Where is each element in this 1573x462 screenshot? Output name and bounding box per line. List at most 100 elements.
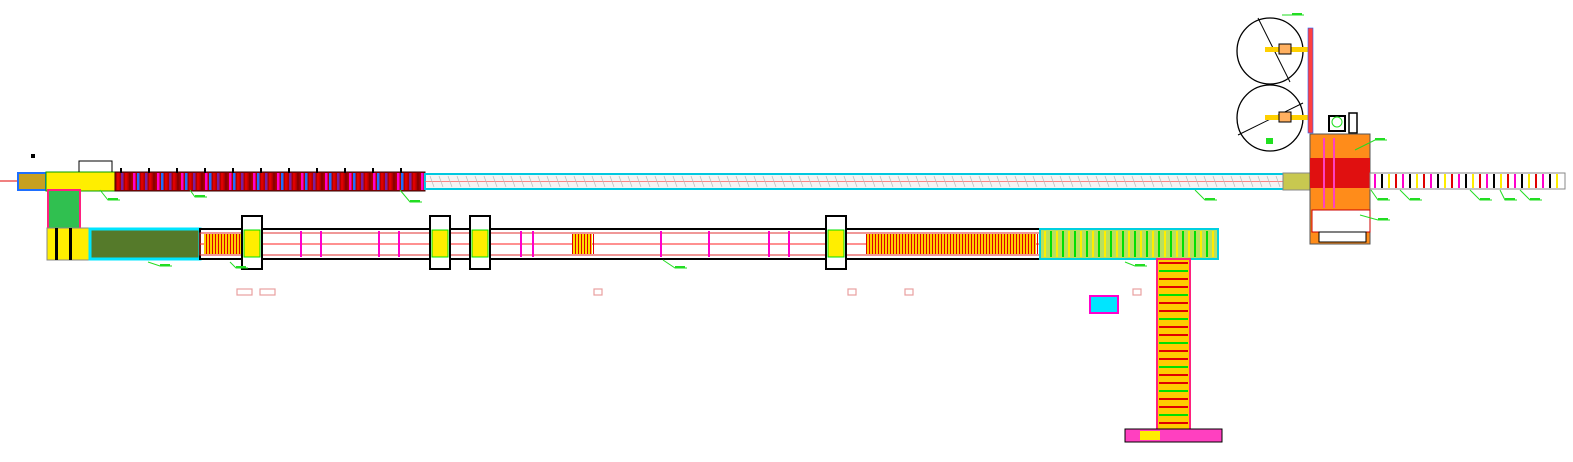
accumulation-roller xyxy=(277,173,280,190)
roller-mark xyxy=(888,175,894,188)
accumulation-roller xyxy=(161,173,164,190)
sensor-post xyxy=(400,168,402,173)
roller-mark xyxy=(510,175,516,188)
outfeed-roller xyxy=(1549,174,1551,188)
roller xyxy=(212,234,213,254)
roller xyxy=(581,234,582,254)
accumulation-roller xyxy=(257,173,260,190)
accumulation-roller xyxy=(269,173,272,190)
roller xyxy=(1188,231,1190,257)
roller xyxy=(1170,231,1172,257)
roller-mark xyxy=(627,175,633,188)
outfeed-roller xyxy=(1507,174,1509,188)
accumulation-roller xyxy=(409,173,412,190)
accumulation-roller xyxy=(301,173,304,190)
accumulation-roller xyxy=(137,173,140,190)
outfeed-roller xyxy=(1374,174,1376,188)
roller xyxy=(224,234,225,254)
accumulation-roller xyxy=(153,173,156,190)
roller-mark xyxy=(1023,175,1029,188)
accumulation-roller xyxy=(145,173,148,190)
roller xyxy=(1159,366,1188,368)
outfeed-roller xyxy=(1514,174,1516,188)
roller-mark xyxy=(879,175,885,188)
outfeed-roller xyxy=(1388,174,1390,188)
roller-mark xyxy=(456,175,462,188)
accumulation-roller xyxy=(321,173,324,190)
roller-mark xyxy=(798,175,804,188)
roller xyxy=(236,234,237,254)
roller-mark xyxy=(618,175,624,188)
accumulation-roller xyxy=(249,173,252,190)
outfeed-conveyor xyxy=(1369,172,1566,190)
callout-tag xyxy=(1375,138,1385,141)
roller-mark xyxy=(816,175,822,188)
accumulation-roller xyxy=(297,173,300,190)
sensor-post xyxy=(120,168,122,173)
accumulation-roller xyxy=(273,173,276,190)
roller xyxy=(1068,231,1070,257)
roller-mark xyxy=(429,175,435,188)
accumulation-roller xyxy=(125,173,128,190)
accumulation-roller xyxy=(129,173,132,190)
roller xyxy=(1062,231,1064,257)
roller-mark xyxy=(1158,175,1164,188)
roller xyxy=(875,234,876,254)
roller xyxy=(1010,234,1011,254)
accumulation-roller xyxy=(329,173,332,190)
red-zone xyxy=(1310,158,1370,188)
roller xyxy=(1013,234,1014,254)
accumulation-roller xyxy=(361,173,364,190)
roller-mark xyxy=(1077,175,1083,188)
roller xyxy=(209,234,210,254)
vertical-feed-rail xyxy=(1307,27,1314,134)
roller xyxy=(956,234,957,254)
roller-mark xyxy=(1140,175,1146,188)
lower-stripes xyxy=(206,231,1038,257)
roller-mark xyxy=(1212,175,1218,188)
roller xyxy=(929,234,930,254)
outfeed-roller xyxy=(1479,174,1481,188)
roller xyxy=(989,234,990,254)
roller xyxy=(1159,302,1188,304)
roller xyxy=(1159,422,1188,424)
accumulation-roller xyxy=(381,173,384,190)
station-divider-2 xyxy=(69,228,72,260)
roller-mark xyxy=(528,175,534,188)
accumulation-roller xyxy=(237,173,240,190)
accumulation-roller xyxy=(353,173,356,190)
roller-mark xyxy=(978,175,984,188)
accumulation-roller xyxy=(265,173,268,190)
roller-mark xyxy=(1041,175,1047,188)
lower-machine xyxy=(1311,209,1371,233)
accumulation-roller xyxy=(241,173,244,190)
roller xyxy=(980,234,981,254)
accumulation-roller xyxy=(141,173,144,190)
roller xyxy=(983,234,984,254)
roller-mark xyxy=(1131,175,1137,188)
frame-post xyxy=(788,231,790,257)
accumulation-roller xyxy=(333,173,336,190)
sensor-post xyxy=(176,168,178,173)
outfeed-roller xyxy=(1465,174,1467,188)
outfeed-roller xyxy=(1542,174,1544,188)
roller-mark xyxy=(933,175,939,188)
roller-mark xyxy=(609,175,615,188)
roller-mark xyxy=(789,175,795,188)
callout-tag xyxy=(1480,198,1490,201)
robot-head-lower xyxy=(1278,111,1292,123)
callout-tag xyxy=(1292,13,1302,16)
frame-post xyxy=(300,231,302,257)
accumulation-roller xyxy=(181,173,184,190)
accumulation-roller xyxy=(293,173,296,190)
roller-mark xyxy=(582,175,588,188)
accumulation-roller xyxy=(281,173,284,190)
accumulation-roller xyxy=(233,173,236,190)
accumulation-roller xyxy=(121,173,124,190)
bottom-transfer-conveyor xyxy=(1124,428,1223,443)
sensor-post xyxy=(148,168,150,173)
roller xyxy=(1022,234,1023,254)
accumulation-roller xyxy=(285,173,288,190)
robot-head-upper xyxy=(1278,43,1292,55)
